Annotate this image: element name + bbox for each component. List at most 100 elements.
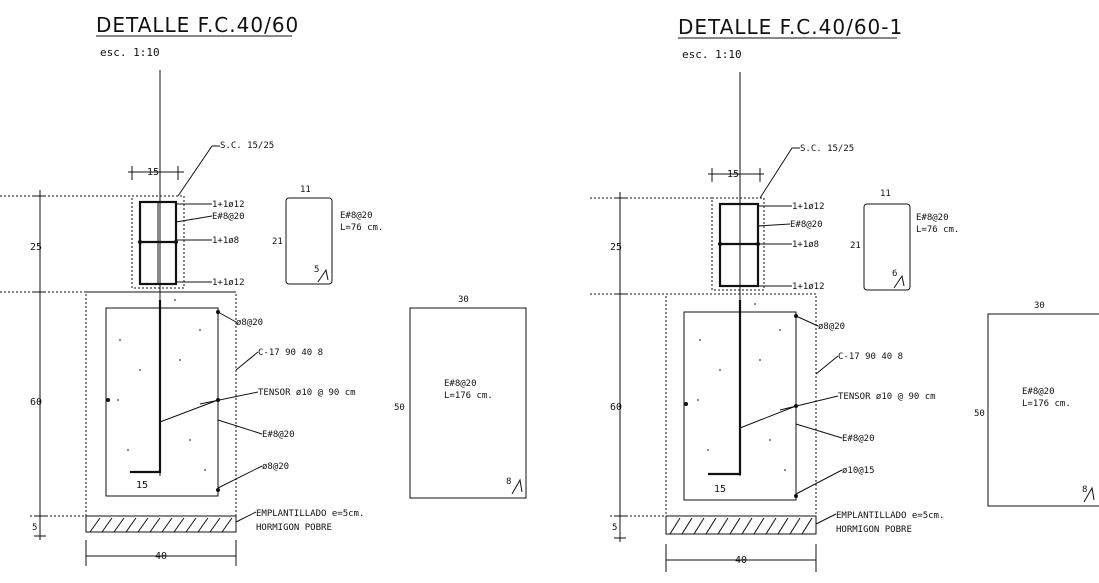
bar-dot — [718, 242, 722, 246]
small-stirrup-w: 11 — [300, 185, 311, 195]
small-stirrup-w: 11 — [880, 189, 891, 199]
small-stirrup-hook: 6 — [892, 269, 897, 279]
big-stirrup-h: 50 — [974, 409, 985, 419]
label-blinding1: EMPLANTILLADO e=5cm. — [256, 509, 364, 519]
tensor-bar — [159, 399, 219, 423]
concrete-fill — [697, 303, 786, 471]
detail-title: DETALLE F.C.40/60 — [96, 13, 299, 37]
detail-left: DETALLE F.C.40/60 esc. 1:10 15 S.C. 15/2… — [0, 13, 527, 566]
bar-dot — [794, 494, 798, 498]
label-tensor: TENSOR ø10 @ 90 cm — [838, 392, 936, 402]
bar-dot — [684, 402, 688, 406]
label-mid-bar: 1+1ø8 — [792, 240, 819, 250]
leader — [795, 423, 843, 439]
stirrup-hook — [1083, 486, 1095, 503]
leader — [235, 351, 259, 371]
blinding-hatch — [669, 517, 813, 535]
label-channel: C-17 90 40 8 — [258, 348, 323, 358]
label-top-bar: 1+1ø12 — [212, 200, 245, 210]
small-stirrup-text2: L=76 cm. — [916, 225, 959, 235]
concrete-fill — [117, 299, 206, 471]
label-top-bar: 1+1ø12 — [792, 202, 825, 212]
label-stirrup2: E#8@20 — [842, 434, 875, 444]
leader — [175, 215, 213, 223]
small-stirrup-hook: 5 — [314, 265, 319, 275]
leader — [779, 395, 839, 411]
leader — [795, 315, 819, 327]
leader — [217, 419, 263, 435]
blinding-layer — [85, 515, 237, 533]
big-stirrup-w: 30 — [1034, 301, 1045, 311]
big-stirrup-shape — [987, 313, 1099, 507]
stirrup-hook — [317, 268, 329, 283]
dim-5: 5 — [612, 523, 617, 533]
label-channel: C-17 90 40 8 — [838, 352, 903, 362]
leader-sc — [177, 145, 220, 197]
leader — [815, 355, 839, 375]
label-bot-bar: 1+1ø12 — [212, 278, 245, 288]
bar-dot — [216, 488, 220, 492]
sc-label: S.C. 15/25 — [220, 141, 274, 151]
big-stirrup-text1: E#8@20 — [1022, 387, 1055, 397]
blinding-hatch — [89, 517, 233, 533]
small-stirrup-text1: E#8@20 — [340, 211, 373, 221]
label-stirrup: E#8@20 — [790, 220, 823, 230]
blinding-layer — [665, 515, 817, 535]
dim-60: 60 — [30, 397, 42, 408]
dim-25: 25 — [30, 242, 42, 253]
detail-right: DETALLE F.C.40/60-1 esc. 1:10 15 S.C. 15… — [590, 15, 1099, 572]
dim-15-label: 15 — [727, 169, 739, 180]
dim-60: 60 — [610, 402, 622, 413]
big-stirrup-hook: 8 — [506, 477, 511, 487]
bar-dot — [138, 240, 142, 244]
leader — [795, 469, 843, 495]
dim-40: 40 — [735, 555, 747, 566]
column-outline — [131, 195, 185, 289]
big-stirrup-w: 30 — [458, 295, 469, 305]
leader — [217, 311, 237, 323]
small-stirrup-text2: L=76 cm. — [340, 223, 383, 233]
leader — [199, 391, 259, 405]
label-blinding1: EMPLANTILLADO e=5cm. — [836, 511, 944, 521]
label-stirrup: E#8@20 — [212, 212, 245, 222]
big-stirrup-text2: L=176 cm. — [1022, 399, 1071, 409]
dim-25: 25 — [610, 242, 622, 253]
small-stirrup-text1: E#8@20 — [916, 213, 949, 223]
label-blinding2: HORMIGON POBRE — [256, 523, 332, 533]
dim-15b: 15 — [136, 480, 148, 491]
label-bar-lower: ø10@15 — [842, 466, 875, 476]
small-stirrup-shape — [863, 203, 911, 291]
dim-15b: 15 — [714, 484, 726, 495]
leader — [235, 511, 257, 523]
leader — [815, 513, 837, 525]
footing-cage — [105, 307, 219, 497]
label-tensor: TENSOR ø10 @ 90 cm — [258, 388, 356, 398]
small-stirrup-shape — [285, 197, 333, 285]
bar-dot — [106, 398, 110, 402]
anchor-bar — [130, 300, 162, 474]
label-stirrup2: E#8@20 — [262, 430, 295, 440]
detail-scale: esc. 1:10 — [682, 48, 742, 61]
footing-outline — [665, 293, 817, 517]
big-stirrup-shape — [409, 307, 527, 499]
dim-15-label: 15 — [147, 167, 159, 178]
big-stirrup-text2: L=176 cm. — [444, 391, 493, 401]
sc-label: S.C. 15/25 — [800, 144, 854, 154]
leader-sc — [759, 147, 800, 199]
label-bar-upper: ø8@20 — [818, 322, 845, 332]
bar-dot — [174, 240, 178, 244]
dim-5: 5 — [32, 523, 37, 533]
dim-40: 40 — [155, 551, 167, 562]
label-bar-upper: ø8@20 — [236, 318, 263, 328]
detail-scale: esc. 1:10 — [100, 46, 160, 59]
stirrup-hook — [893, 274, 905, 289]
label-bar-lower: ø8@20 — [262, 462, 289, 472]
label-bot-bar: 1+1ø12 — [792, 282, 825, 292]
label-blinding2: HORMIGON POBRE — [836, 525, 912, 535]
small-stirrup-h: 21 — [850, 241, 861, 251]
small-stirrup-h: 21 — [272, 237, 283, 247]
tensor-bar — [739, 405, 797, 429]
stirrup-hook — [511, 478, 523, 495]
detail-title: DETALLE F.C.40/60-1 — [678, 15, 903, 39]
